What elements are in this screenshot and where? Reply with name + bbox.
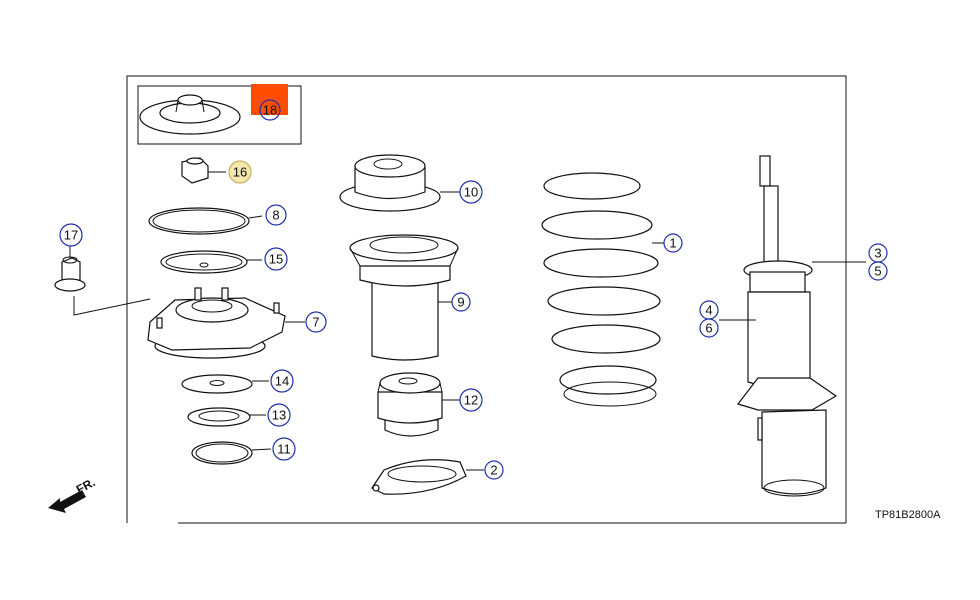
part-7-strut-mount[interactable] [147, 287, 305, 359]
callout-12-label: 12 [464, 393, 478, 408]
callout-2-label: 2 [490, 463, 497, 478]
diagram-frame [126, 75, 847, 523]
callout-15[interactable]: 15 [264, 247, 288, 271]
part-11-ring[interactable] [191, 441, 272, 465]
callout-11-label: 11 [277, 442, 291, 457]
callout-4[interactable]: 4 [699, 300, 719, 320]
callout-7-label: 7 [312, 315, 319, 330]
callout-18-label: 18 [263, 103, 277, 118]
callout-18[interactable]: 18 [259, 99, 281, 121]
part-17-flange-nut[interactable] [54, 244, 151, 316]
part-14-washer[interactable] [181, 374, 269, 394]
callout-16-label: 16 [233, 165, 247, 180]
callout-14-label: 14 [275, 374, 289, 389]
callout-16[interactable]: 16 [228, 160, 252, 184]
callout-5[interactable]: 5 [868, 261, 888, 281]
callout-12[interactable]: 12 [459, 388, 483, 412]
callout-1-label: 1 [669, 236, 676, 251]
inset-box-18 [137, 85, 302, 145]
part-1-coil-spring[interactable] [541, 172, 664, 407]
part-3-4-5-6-strut-assembly[interactable] [719, 155, 866, 497]
part-16-nut[interactable] [181, 157, 226, 184]
callout-2[interactable]: 2 [484, 460, 504, 480]
callout-9-label: 9 [457, 295, 464, 310]
callout-6[interactable]: 6 [699, 318, 719, 338]
callout-8[interactable]: 8 [265, 204, 287, 226]
callout-3[interactable]: 3 [868, 243, 888, 263]
callout-6-label: 6 [705, 321, 712, 336]
part-18-dust-seal[interactable] [139, 94, 241, 135]
callout-11[interactable]: 11 [272, 437, 296, 461]
callout-4-label: 4 [705, 303, 712, 318]
callout-5-label: 5 [874, 264, 881, 279]
callout-10[interactable]: 10 [459, 180, 483, 204]
part-12-bump-stop[interactable] [377, 372, 460, 437]
callout-7[interactable]: 7 [305, 311, 327, 333]
callout-3-label: 3 [874, 246, 881, 261]
callout-10-label: 10 [464, 185, 478, 200]
callout-17[interactable]: 17 [59, 223, 83, 247]
part-2-spring-insulator[interactable] [371, 459, 484, 495]
callout-13[interactable]: 13 [267, 403, 291, 427]
part-8-o-ring[interactable] [148, 207, 263, 235]
diagram-code: TP81B2800A [875, 509, 941, 521]
callout-1[interactable]: 1 [663, 233, 683, 253]
callout-14[interactable]: 14 [270, 369, 294, 393]
callout-17-label: 17 [64, 228, 78, 243]
callout-15-label: 15 [269, 252, 283, 267]
part-15-bearing-plate[interactable] [160, 250, 262, 274]
callout-13-label: 13 [272, 408, 286, 423]
part-9-dust-boot[interactable] [349, 234, 459, 361]
callout-9[interactable]: 9 [451, 292, 471, 312]
front-direction-arrow: FR. [48, 475, 97, 513]
part-10-upper-spring-seat[interactable] [339, 154, 460, 212]
callout-8-label: 8 [272, 208, 279, 223]
part-13-bearing[interactable] [187, 407, 266, 427]
